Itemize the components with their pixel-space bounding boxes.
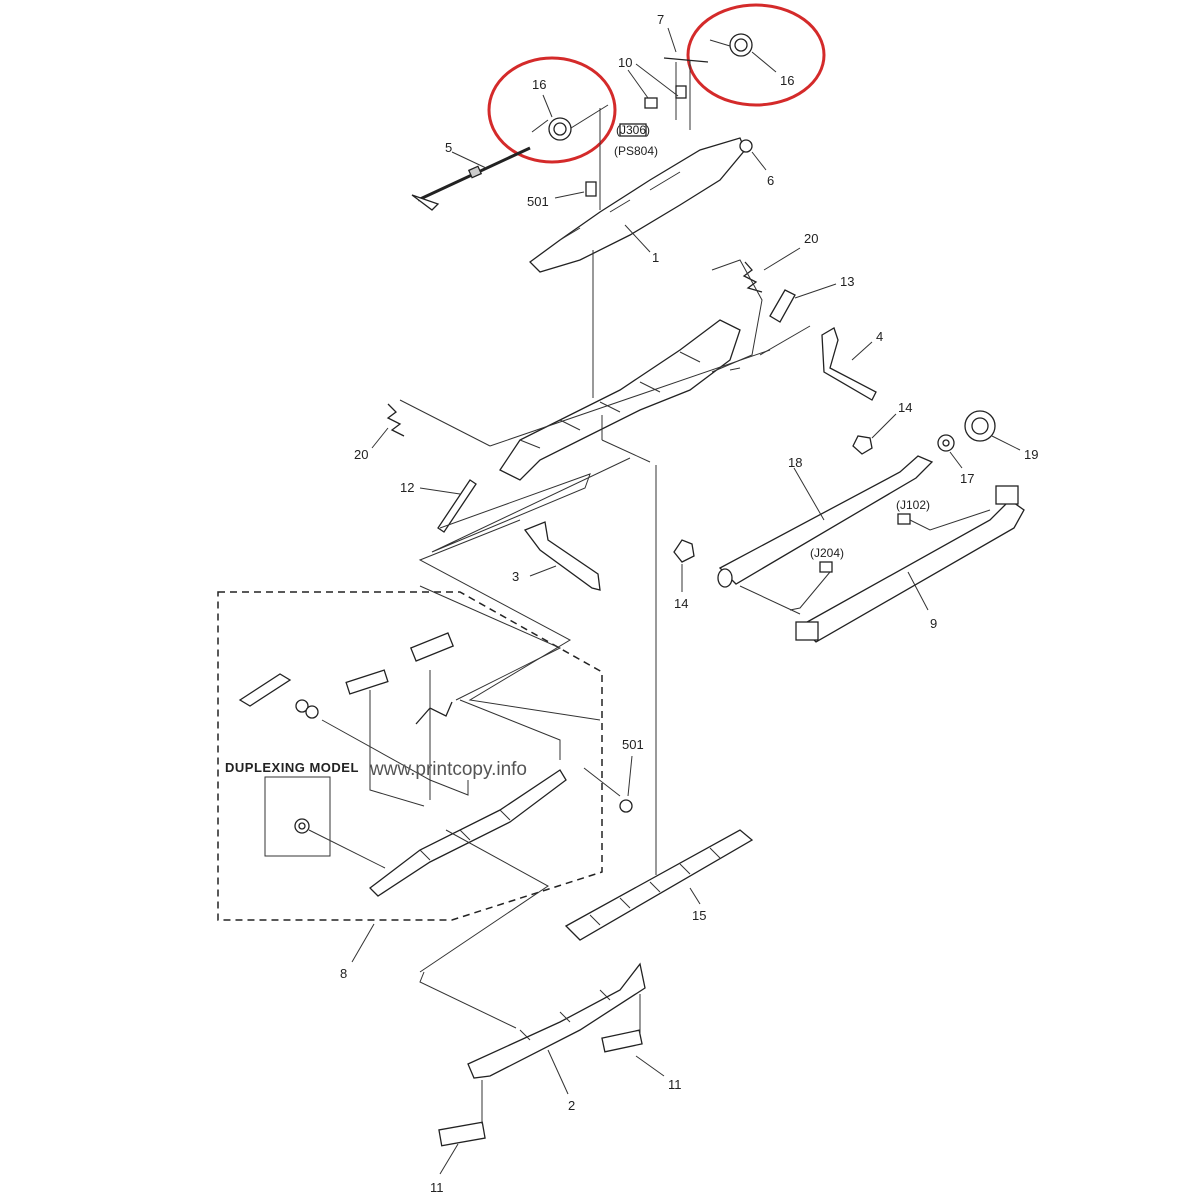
connector-ps804: (PS804) — [614, 144, 658, 158]
part-501-bottom — [583, 755, 633, 813]
callout-14-left: 14 — [674, 596, 688, 611]
callout-4: 4 — [876, 329, 883, 344]
callout-501-bottom: 501 — [622, 737, 644, 752]
callout-8: 8 — [340, 966, 347, 981]
duplex-frame — [321, 585, 567, 973]
duplexing-subbox — [264, 776, 331, 857]
part-6 — [739, 139, 767, 171]
part-13 — [769, 283, 837, 323]
part-4 — [821, 327, 877, 401]
connector-j204: (J204) — [810, 546, 844, 560]
callout-6: 6 — [767, 173, 774, 188]
callout-18: 18 — [788, 455, 802, 470]
connector-j306: (J306) — [616, 123, 650, 137]
part-12 — [419, 457, 631, 553]
callout-16-left: 16 — [532, 77, 546, 92]
part-2 — [419, 962, 646, 1095]
callout-7: 7 — [657, 12, 664, 27]
duplex-roller-2 — [409, 632, 455, 662]
part-19 — [964, 410, 1021, 451]
callout-12: 12 — [400, 480, 414, 495]
callout-1: 1 — [652, 250, 659, 265]
duplex-roller-1 — [345, 669, 389, 695]
duplex-guide — [238, 673, 319, 719]
callout-11-right: 11 — [668, 1077, 682, 1092]
part-3 — [418, 519, 601, 721]
guide-line-d — [601, 439, 651, 463]
part-14-right — [852, 413, 897, 455]
part-15 — [564, 829, 754, 941]
part-501-top — [554, 181, 597, 199]
duplex-spring — [415, 701, 453, 725]
callout-19: 19 — [1024, 447, 1038, 462]
part-11-left — [438, 1080, 486, 1175]
part-18 — [717, 455, 934, 588]
highlight-circle-left — [487, 56, 617, 164]
callout-13: 13 — [840, 274, 854, 289]
part-7 — [663, 27, 709, 130]
part-9 — [739, 485, 1025, 643]
callout-16-right: 16 — [780, 73, 794, 88]
callout-2: 2 — [568, 1098, 575, 1113]
callout-5: 5 — [445, 140, 452, 155]
callout-15: 15 — [692, 908, 706, 923]
highlight-circle-right — [686, 3, 826, 107]
part-16-right — [709, 33, 777, 73]
main-frame — [399, 259, 811, 481]
duplexing-frame — [217, 591, 603, 921]
part-11-right — [601, 994, 665, 1077]
watermark: www.printcopy.info — [369, 759, 527, 780]
part-16-left — [531, 94, 609, 141]
duplexing-model-label: DUPLEXING MODEL — [225, 760, 359, 775]
part-17 — [937, 434, 963, 469]
callout-11-left: 11 — [430, 1180, 444, 1195]
part-5 — [411, 146, 531, 211]
callout-501-top: 501 — [527, 194, 549, 209]
part-20-left — [371, 403, 405, 449]
callout-10: 10 — [618, 55, 632, 70]
part-10 — [627, 63, 687, 109]
callout-17: 17 — [960, 471, 974, 486]
duplexing-gear — [294, 818, 386, 869]
callout-14-right: 14 — [898, 400, 912, 415]
callout-20-left: 20 — [354, 447, 368, 462]
part-20-top — [742, 247, 801, 293]
callout-9: 9 — [930, 616, 937, 631]
part-8-leader — [351, 923, 375, 963]
connector-j102: (J102) — [896, 498, 930, 512]
part-14-left — [673, 539, 695, 592]
callout-20-top: 20 — [804, 231, 818, 246]
callout-3: 3 — [512, 569, 519, 584]
